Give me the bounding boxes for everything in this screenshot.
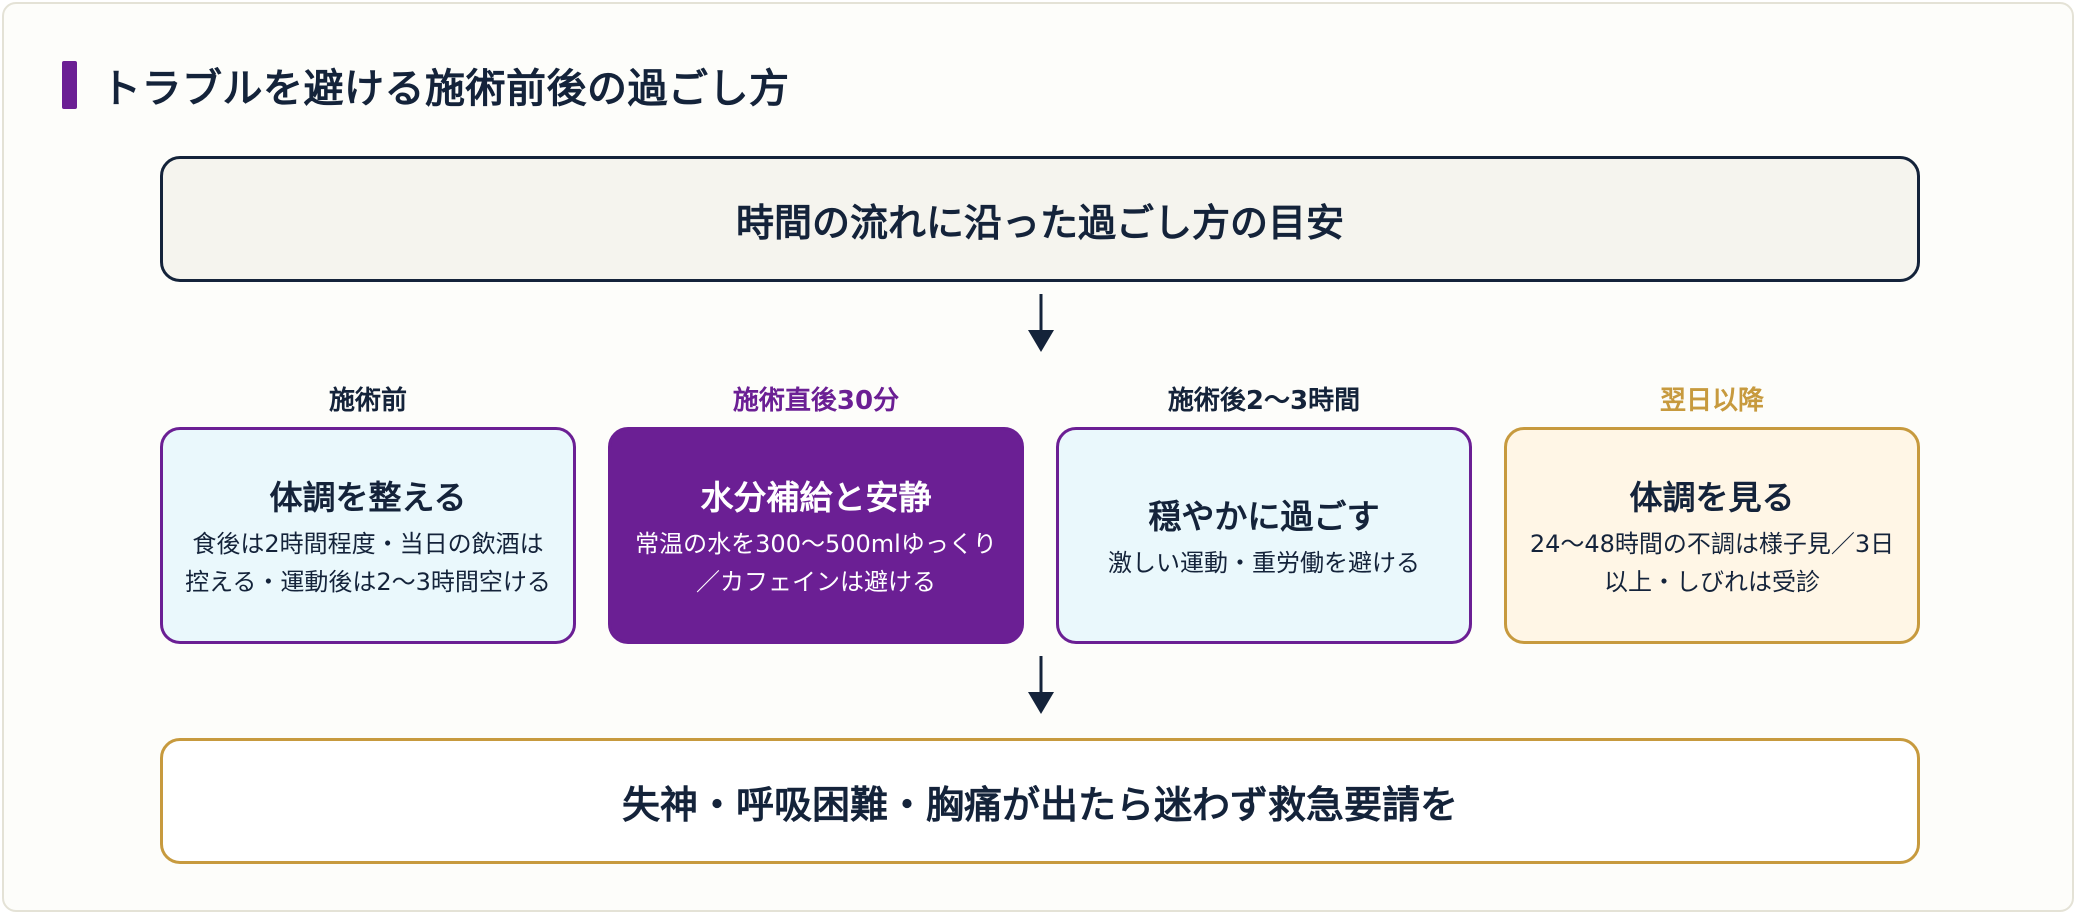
arrow-down-icon: [1028, 294, 1054, 352]
page-title: トラブルを避ける施術前後の過ごし方: [101, 66, 790, 112]
stage-label-right-after: 施術直後30分: [732, 386, 900, 416]
stage-card-hours-after: 穏やかに過ごす 激しい運動・重労働を避ける: [1056, 427, 1472, 644]
stage-label-hours-after: 施術後2〜3時間: [1167, 386, 1361, 416]
stage-card-title: 穏やかに過ごす: [1148, 496, 1380, 536]
stage-card-title: 体調を見る: [1629, 477, 1795, 517]
stage-card-title: 水分補給と安静: [700, 477, 932, 517]
stage-card-body: 常温の水を300〜500mlゆっくり／カフェインは避ける: [635, 529, 997, 596]
emergency-warning-box: 失神・呼吸困難・胸痛が出たら迷わず救急要請を: [160, 738, 1920, 864]
stage-card-next-day: 体調を見る 24〜48時間の不調は様子見／3日以上・しびれは受診: [1504, 427, 1920, 644]
stage-label-next-day: 翌日以降: [1659, 386, 1764, 416]
heading-accent-bar: [62, 61, 77, 109]
stage-card-body: 激しい運動・重労働を避ける: [1108, 548, 1420, 577]
timeline-summary-box: 時間の流れに沿った過ごし方の目安: [160, 156, 1920, 282]
stage-card-before: 体調を整える 食後は2時間程度・当日の飲酒は控える・運動後は2〜3時間空ける: [160, 427, 576, 644]
stage-label-before: 施術前: [328, 386, 407, 416]
stage-card-title: 体調を整える: [269, 477, 467, 517]
stage-card-body: 24〜48時間の不調は様子見／3日以上・しびれは受診: [1529, 529, 1895, 596]
stage-card-right-after: 水分補給と安静 常温の水を300〜500mlゆっくり／カフェインは避ける: [608, 427, 1024, 644]
stage-card-body: 食後は2時間程度・当日の飲酒は控える・運動後は2〜3時間空ける: [185, 529, 551, 596]
arrow-down-icon: [1028, 656, 1054, 714]
section-heading: トラブルを避ける施術前後の過ごし方: [62, 60, 790, 112]
